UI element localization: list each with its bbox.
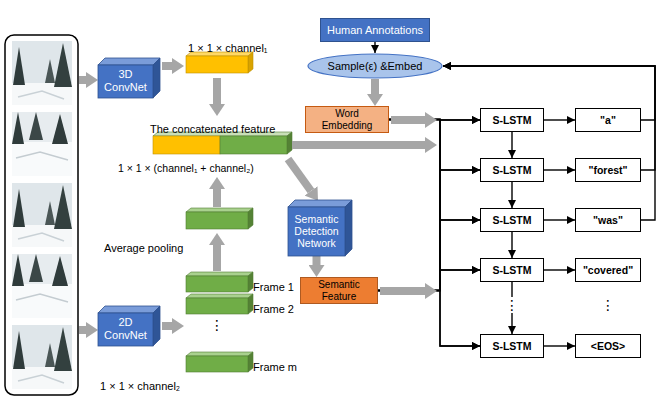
video-frame-stack [5, 35, 78, 395]
connector-arrow [378, 220, 480, 291]
label-holder: The concatenated feature [150, 119, 275, 137]
semantic-network-block: Semantic Detection Network [288, 200, 352, 256]
flow-arrow [162, 322, 172, 330]
embedding-box: Word Embedding [305, 106, 389, 133]
lstm-cell: S-LSTM [480, 108, 544, 132]
ellipsis-mark: ⋮ [210, 317, 224, 333]
lstm-cell: S-LSTM [480, 258, 544, 282]
dimension-label: 1 × 1 × (channel₁ + channel₂) [118, 162, 254, 174]
node-text: Sample(ε) &Embed [317, 60, 433, 73]
video-frame [12, 183, 72, 247]
frame-feature-bar [186, 352, 253, 372]
node-text: "was" [579, 214, 637, 226]
feature-bar-3d [186, 52, 253, 73]
node-text: <EOS> [579, 340, 637, 352]
ellipsis-mark: ⋮ [598, 297, 618, 313]
label-holder: Average pooling [104, 238, 183, 256]
connector-arrow [389, 120, 480, 347]
connector-arrow [378, 291, 480, 347]
frame-label: Frame m [253, 361, 297, 373]
connector-arrow [511, 182, 512, 208]
flow-arrow [162, 62, 172, 70]
label-holder: ⋮ [462, 296, 562, 314]
connector-arrow [511, 132, 512, 158]
flow-arrow [213, 189, 221, 207]
connector-arrow [544, 345, 575, 346]
concatenated-feature-bar [153, 132, 292, 154]
flow-arrow [213, 78, 221, 104]
frame-feature-bar [186, 272, 253, 292]
frame-label: Frame 1 [253, 281, 294, 293]
flow-arrow [288, 159, 311, 191]
frame-feature-bar [186, 294, 253, 314]
flow-arrow [380, 287, 425, 295]
lstm-cell: S-LSTM [480, 158, 544, 182]
frame-label: Frame 2 [253, 303, 294, 315]
connector-arrow [378, 170, 480, 291]
flow-arrow [292, 141, 425, 149]
node-text: 3D ConvNet [100, 68, 151, 93]
label-holder: Frame m [253, 357, 297, 375]
connector-arrow [544, 119, 575, 120]
node-text: S-LSTM [484, 214, 540, 226]
flow-arrow [213, 245, 221, 271]
pooled-feature-bar [186, 208, 253, 229]
annotation-box: Human Annotations [320, 18, 430, 42]
node-text: Semantic Detection Network [290, 213, 343, 249]
sample-embed-ellipse: Sample(ε) &Embed [307, 53, 443, 79]
video-frame [12, 254, 72, 318]
node-text: Human Annotations [324, 24, 426, 37]
flow-arrow [79, 76, 86, 84]
output-word-box: <EOS> [575, 334, 641, 358]
node-text: S-LSTM [484, 264, 540, 276]
video-frame [12, 112, 72, 176]
flow-arrow [79, 326, 86, 334]
node-text: S-LSTM [484, 114, 540, 126]
connector-arrow [374, 42, 375, 53]
node-text: "forest" [579, 164, 637, 176]
node-text: 2D ConvNet [100, 316, 151, 341]
node-text: "a" [579, 114, 637, 126]
label-holder: Frame 1 [253, 277, 294, 295]
node-text: Word Embedding [309, 108, 385, 131]
flow-arrow [391, 116, 425, 124]
node-text: Semantic Feature [304, 279, 374, 302]
convnet-3d-block: 3D ConvNet [98, 58, 160, 98]
ellipsis-mark: ⋮ [502, 297, 522, 313]
connector-arrow [443, 66, 655, 170]
connector-arrow [544, 269, 575, 270]
label-holder: ⋮ [558, 296, 658, 314]
video-frame [12, 41, 72, 105]
label-holder: Frame 2 [253, 299, 294, 317]
node-text: S-LSTM [484, 164, 540, 176]
connector-arrow [544, 219, 575, 220]
lstm-cell: S-LSTM [480, 334, 544, 358]
label-holder: 1 × 1 × channel₁ [188, 38, 268, 56]
output-word-box: "covered" [575, 258, 641, 282]
output-word-box: "forest" [575, 158, 641, 182]
label-holder: 1 × 1 × channel₂ [100, 376, 180, 394]
flow-arrow [313, 256, 321, 265]
output-word-box: "a" [575, 108, 641, 132]
connector-arrow [544, 169, 575, 170]
label-holder: 1 × 1 × (channel₁ + channel₂) [118, 158, 254, 176]
node-text: "covered" [579, 264, 637, 276]
convnet-2d-block: 2D ConvNet [98, 306, 160, 346]
video-frame [12, 325, 72, 389]
connector-arrow [443, 66, 655, 220]
operation-label: Average pooling [104, 242, 183, 254]
connector-arrow [511, 232, 512, 258]
lstm-cell: S-LSTM [480, 208, 544, 232]
node-text: S-LSTM [484, 340, 540, 352]
semantic-feature-box: Semantic Feature [300, 277, 378, 304]
feature-caption: The concatenated feature [150, 123, 275, 135]
label-holder: ⋮ [167, 316, 267, 334]
dimension-label: 1 × 1 × channel₂ [100, 380, 180, 392]
flow-arrow [371, 79, 379, 94]
connector-arrow [378, 270, 480, 291]
output-word-box: "was" [575, 208, 641, 232]
dimension-label: 1 × 1 × channel₁ [188, 42, 268, 54]
